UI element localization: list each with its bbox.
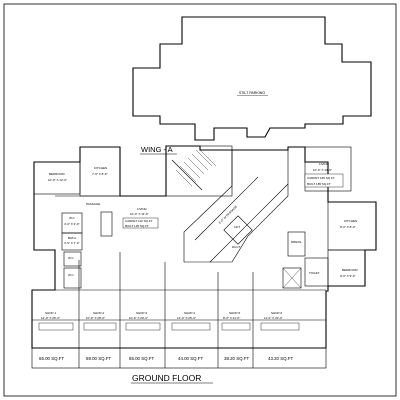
living-right-label: LIVING xyxy=(319,162,330,166)
toilet-room xyxy=(304,257,329,287)
bedroom-left-dim: 10'-0" X 12'-0" xyxy=(48,178,67,182)
shop-6-label: SHOP-6 xyxy=(271,311,283,315)
shop-3-label: SHOP-3 xyxy=(136,311,148,315)
shop-2-dim: 10'-0" X 28'-0" xyxy=(86,316,105,320)
shop-4-tag xyxy=(171,322,211,331)
staircase xyxy=(171,149,217,191)
shop-4: SHOP-4 13'-0" X 25'-0" xyxy=(171,311,211,331)
bath-room-2 xyxy=(61,232,83,251)
shop-1-label: SHOP-1 xyxy=(45,311,57,315)
area-strip xyxy=(31,347,327,369)
diagonal-wall-b xyxy=(209,183,289,263)
wc-small-1-label: W.C xyxy=(68,256,74,260)
bedroom-right-label: BEDROOM xyxy=(342,268,358,272)
diagonal-wall-a xyxy=(194,176,259,241)
shop-3-tag xyxy=(125,322,161,331)
diagonal-passage xyxy=(183,149,289,263)
shop-6: SHOP-6 11'-0" X 23'-0" xyxy=(260,311,300,331)
shop-6-tag xyxy=(260,322,300,331)
shop-3-area: 85.00 SQ.FT xyxy=(129,356,154,361)
right-wc xyxy=(282,267,302,289)
wc-label: W.C xyxy=(69,216,75,220)
drawing-frame xyxy=(3,3,397,397)
living-right-area-tag xyxy=(304,173,344,188)
kitchen-left-label: KITCHEN xyxy=(94,166,107,170)
wc-small-2 xyxy=(63,267,82,289)
shop-6-area: 43.20 SQ.FT xyxy=(268,356,293,361)
dress-room xyxy=(287,231,306,257)
shop-2-tag xyxy=(83,322,117,331)
shop-5-tag xyxy=(221,322,251,331)
shop-3-dim: 10'-6" X 29'-0" xyxy=(129,316,148,320)
living-right-area-2: BUILT 185 SQ.FT xyxy=(307,182,331,186)
wc-dim: 4'-0" X 3'-0" xyxy=(64,222,80,226)
kitchen-left-dim: 7'-6" X 8'-6" xyxy=(92,172,108,176)
living-right xyxy=(304,146,352,192)
wc-small-1 xyxy=(63,251,82,267)
living-left-area-tag xyxy=(122,217,159,229)
stair-block xyxy=(165,145,233,197)
kitchen-right-dim: 8'-0" X 8'-0" xyxy=(340,225,356,229)
lift-label: LIFT xyxy=(234,225,240,229)
dress-label: DRESS xyxy=(291,240,301,244)
shop-5-label: SHOP-5 xyxy=(229,311,241,315)
toilet-label: TOILET xyxy=(309,271,320,275)
right-wc-cross-2 xyxy=(282,267,302,289)
duct-label: DUCT xyxy=(232,245,240,249)
shop-4-label: SHOP-4 xyxy=(184,311,196,315)
shop-6-dim: 11'-0" X 23'-0" xyxy=(264,316,283,320)
shop-5-dim: 8'-0" X 21'-0" xyxy=(223,316,240,320)
parking-label: STILT PARKING xyxy=(239,91,266,95)
shop-1-dim: 12'-0" X 25'-0" xyxy=(41,316,60,320)
wardrobe xyxy=(100,211,113,237)
shop-1-area: 65.00 SQ.FT xyxy=(39,356,64,361)
shop-4-area: 44.00 SQ.FT xyxy=(178,356,203,361)
kitchen-right-label: KITCHEN xyxy=(344,219,357,223)
wc-small-2-label: W.C xyxy=(68,273,74,277)
living-right-area: CARPET 165 SQ.FT xyxy=(307,176,335,180)
area-strip-dividers xyxy=(78,348,254,368)
shop-1-tag xyxy=(38,322,74,331)
bedroom-left-label: BEDROOM xyxy=(49,172,65,176)
shop-2: SHOP-2 10'-0" X 28'-0" xyxy=(83,311,117,331)
bedroom-right-dim: 9'-6" X 9'-6" xyxy=(340,274,356,278)
living-left-area-2: BUILT 135 SQ.FT xyxy=(125,224,149,228)
shop-2-area: 89.00 SQ.FT xyxy=(86,356,111,361)
bath-dim: 4'-6" X 7'-0" xyxy=(64,241,80,245)
bath-label: BATH xyxy=(68,236,76,240)
shop-walls xyxy=(32,252,326,348)
shop-5: SHOP-5 8'-0" X 21'-0" xyxy=(221,311,251,331)
shop-3: SHOP-3 10'-6" X 29'-0" xyxy=(125,311,161,331)
shop-2-label: SHOP-2 xyxy=(93,311,105,315)
wing-label: WING - A xyxy=(141,145,173,154)
living-right-dim: 10'-0" X 10'-6" xyxy=(313,168,332,172)
lift xyxy=(223,215,253,245)
shop-5-area: 38.20 SQ.FT xyxy=(224,356,249,361)
passage-label: PASSAGE xyxy=(86,202,100,206)
shop-4-dim: 13'-0" X 25'-0" xyxy=(177,316,196,320)
living-left-dim: 10'-0" X 11'-6" xyxy=(130,212,149,216)
living-left-label: LIVING xyxy=(137,207,148,211)
shop-1: SHOP-1 12'-0" X 25'-0" xyxy=(38,311,74,331)
parking-outline xyxy=(132,16,372,141)
living-left-area: CARPET 110 SQ.FT xyxy=(125,219,153,223)
floor-title: GROUND FLOOR xyxy=(132,373,201,383)
